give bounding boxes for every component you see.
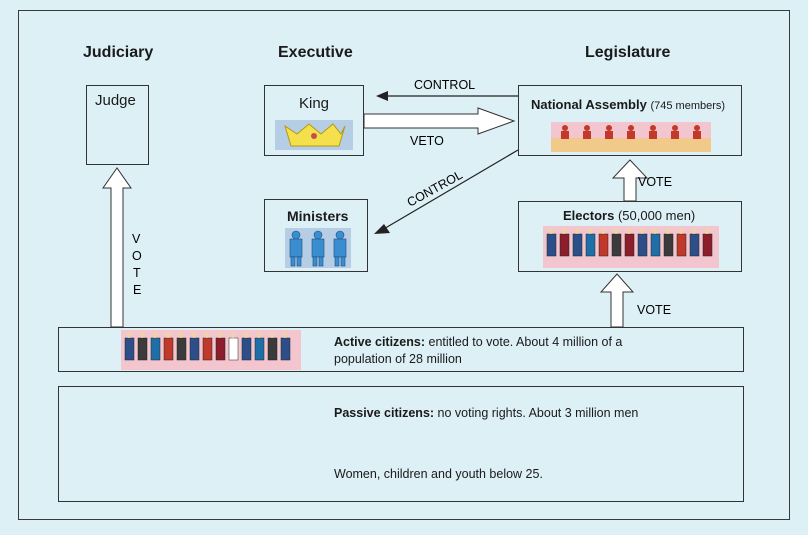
electors-figures-icon — [546, 228, 713, 257]
active-citizens-label: Active citizens: — [334, 335, 426, 349]
vote-label-electors: VOTE — [637, 303, 671, 317]
ministers-box: Ministers — [264, 199, 368, 272]
active-citizens-figures — [121, 330, 301, 370]
active-citizens-line2: population of 28 million — [334, 352, 462, 366]
vote-arrow-electors — [599, 273, 635, 328]
control-label-top: CONTROL — [414, 78, 475, 92]
king-label: King — [299, 95, 330, 112]
vote-arrow-judge — [102, 167, 132, 328]
vote-letter-t: T — [133, 266, 141, 280]
others-line: Women, children and youth below 25. — [334, 467, 543, 481]
national-assembly-box: National Assembly (745 members) — [518, 85, 742, 156]
electors-box: Electors (50,000 men) — [518, 201, 742, 272]
veto-label: VETO — [410, 134, 444, 148]
active-citizens-desc: entitled to vote. About 4 million of a — [428, 335, 623, 349]
national-assembly-note: (745 members) — [650, 100, 726, 112]
crown-icon — [284, 123, 346, 147]
king-box: King — [264, 85, 364, 156]
national-assembly-title: National Assembly (745 members) — [531, 97, 725, 112]
control-label-diag: CONTROL — [405, 168, 465, 210]
national-assembly-label: National Assembly — [531, 97, 647, 112]
electors-note: (50,000 men) — [617, 208, 696, 223]
assembly-figures — [551, 122, 711, 152]
ministers-figures-icon — [289, 230, 347, 267]
assembly-figures-icon — [551, 125, 711, 152]
vote-letter-o: O — [132, 249, 142, 263]
diagram-frame — [18, 10, 790, 520]
electors-label: Electors — [563, 208, 615, 223]
judge-box: Judge — [86, 85, 149, 165]
veto-arrow — [363, 107, 516, 135]
active-citizens-box: Active citizens: entitled to vote. About… — [58, 327, 744, 372]
ministers-figures — [285, 228, 351, 268]
electors-title: Electors (50,000 men) — [563, 208, 695, 223]
passive-citizens-line: Passive citizens: no voting rights. Abou… — [334, 406, 638, 420]
control-arrow-ministers — [374, 149, 519, 234]
electors-figures — [543, 226, 719, 268]
passive-citizens-label: Passive citizens: — [334, 406, 435, 420]
judiciary-heading: Judiciary — [83, 44, 154, 61]
vote-arrow-assembly — [611, 159, 649, 202]
active-citizens-figures-icon — [124, 332, 291, 361]
crown-illustration — [275, 120, 353, 150]
judge-label: Judge — [95, 92, 136, 109]
passive-citizens-desc: no voting rights. About 3 million men — [437, 406, 639, 420]
vote-letter-e: E — [133, 283, 141, 297]
vote-letter-v: V — [132, 232, 141, 246]
ministers-label: Ministers — [287, 208, 349, 224]
legislature-heading: Legislature — [585, 44, 671, 61]
control-arrow-king — [376, 91, 518, 101]
vote-label-assembly: VOTE — [638, 175, 672, 189]
passive-citizens-box: Passive citizens: no voting rights. Abou… — [58, 386, 744, 502]
executive-heading: Executive — [278, 44, 353, 61]
active-citizens-line1: Active citizens: entitled to vote. About… — [334, 335, 622, 349]
